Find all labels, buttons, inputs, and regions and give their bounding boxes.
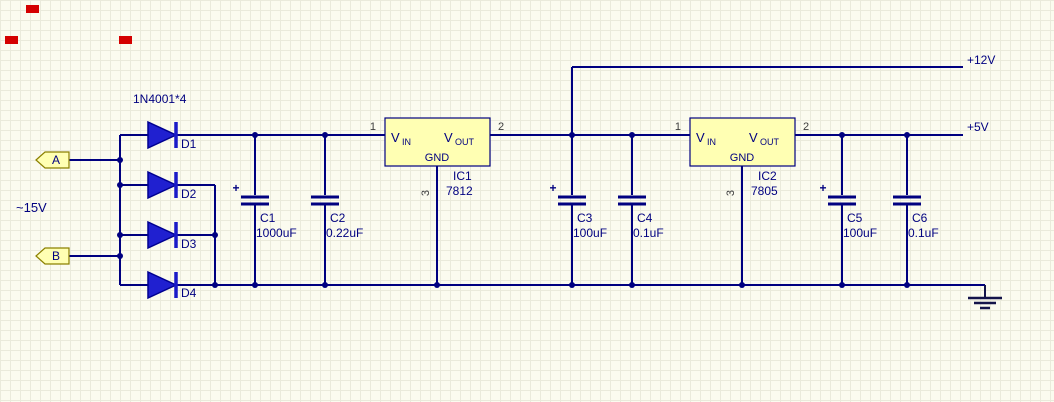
capacitor-value: 0.1uF — [633, 226, 664, 240]
junction-dot — [117, 182, 123, 188]
capacitor-c5: + C5 100uF — [819, 181, 877, 240]
junction-dot — [739, 282, 745, 288]
gnd-pin-label: GND — [425, 152, 450, 164]
junction-dot — [212, 232, 218, 238]
wire-net — [68, 66, 985, 286]
regulator-part: 7805 — [751, 184, 778, 198]
capacitor-ref: C1 — [260, 211, 276, 225]
port-shape — [35, 151, 70, 169]
diode-symbol — [147, 170, 178, 200]
pin-number-3: 3 — [420, 190, 432, 196]
error-marker — [119, 36, 132, 44]
junction-dot — [117, 232, 123, 238]
v5-rail-label: +5V — [967, 120, 989, 134]
junction-dot — [252, 282, 258, 288]
regulator-part: 7812 — [446, 184, 473, 198]
diode-ref: D4 — [181, 286, 197, 300]
diode-symbol — [147, 270, 178, 300]
diode-d4: D4 — [147, 270, 197, 300]
capacitor-ref: C5 — [847, 211, 863, 225]
diode-symbol — [147, 120, 178, 150]
diode-ref: D2 — [181, 187, 197, 201]
capacitor-c2: C2 0.22uF — [311, 195, 363, 240]
capacitor-value: 100uF — [843, 226, 877, 240]
diode-array-label: 1N4001*4 — [133, 92, 187, 106]
junction-dot — [322, 282, 328, 288]
pin-number-1: 1 — [675, 121, 681, 133]
pin-number-1: 1 — [370, 121, 376, 133]
junction-dot — [629, 282, 635, 288]
junction-dot — [569, 282, 575, 288]
port-label: A — [52, 153, 60, 167]
junction-dot — [839, 282, 845, 288]
capacitor-value: 0.1uF — [908, 226, 939, 240]
junction-dot — [212, 282, 218, 288]
diode-d1: D1 — [147, 120, 197, 151]
regulator-body — [384, 117, 491, 167]
capacitor-c1: + C1 1000uF — [232, 181, 296, 240]
junction-dot — [569, 132, 575, 138]
junction-dot — [629, 132, 635, 138]
junction-dot — [904, 282, 910, 288]
diode-ref: D1 — [181, 137, 197, 151]
capacitor-c3: + C3 100uF — [549, 181, 607, 240]
capacitor-ref: C6 — [912, 211, 928, 225]
capacitor-ref: C2 — [330, 211, 346, 225]
capacitor-c4: C4 0.1uF — [618, 195, 664, 240]
capacitor-value: 1000uF — [256, 226, 297, 240]
port-a: A — [35, 151, 70, 169]
pin-number-3: 3 — [725, 190, 737, 196]
port-shape — [35, 247, 70, 265]
capacitor-c6: C6 0.1uF — [893, 195, 939, 240]
error-marker — [26, 5, 39, 13]
input-voltage-label: ~15V — [16, 200, 47, 215]
junction-dot — [434, 282, 440, 288]
capacitor-ref: C3 — [577, 211, 593, 225]
junction-dot — [252, 132, 258, 138]
junction-dot — [904, 132, 910, 138]
regulator-ref: IC1 — [453, 169, 472, 183]
regulator-body — [689, 117, 796, 167]
pin-number-2: 2 — [498, 121, 504, 133]
capacitor-value: 0.22uF — [326, 226, 363, 240]
capacitor-value: 100uF — [573, 226, 607, 240]
pin-number-2: 2 — [803, 121, 809, 133]
power-rail-labels: +12V +5V — [967, 53, 995, 134]
gnd-pin-label: GND — [730, 152, 755, 164]
regulator-ref: IC2 — [758, 169, 777, 183]
polarity-plus: + — [232, 181, 239, 195]
junction-dot — [117, 253, 123, 259]
v12-rail-label: +12V — [967, 53, 995, 67]
junction-dot — [117, 157, 123, 163]
diode-d2: D2 — [147, 170, 197, 201]
junction-dot — [839, 132, 845, 138]
error-markers — [5, 5, 132, 44]
diode-ref: D3 — [181, 237, 197, 251]
error-marker — [5, 36, 18, 44]
capacitor-ref: C4 — [637, 211, 653, 225]
diode-d3: D3 — [147, 220, 197, 251]
polarity-plus: + — [819, 181, 826, 195]
ground-symbol — [968, 285, 1002, 310]
diode-symbol — [147, 220, 178, 250]
polarity-plus: + — [549, 181, 556, 195]
port-b: B — [35, 247, 70, 265]
port-label: B — [52, 249, 60, 263]
junction-dots — [117, 132, 910, 288]
junction-dot — [322, 132, 328, 138]
